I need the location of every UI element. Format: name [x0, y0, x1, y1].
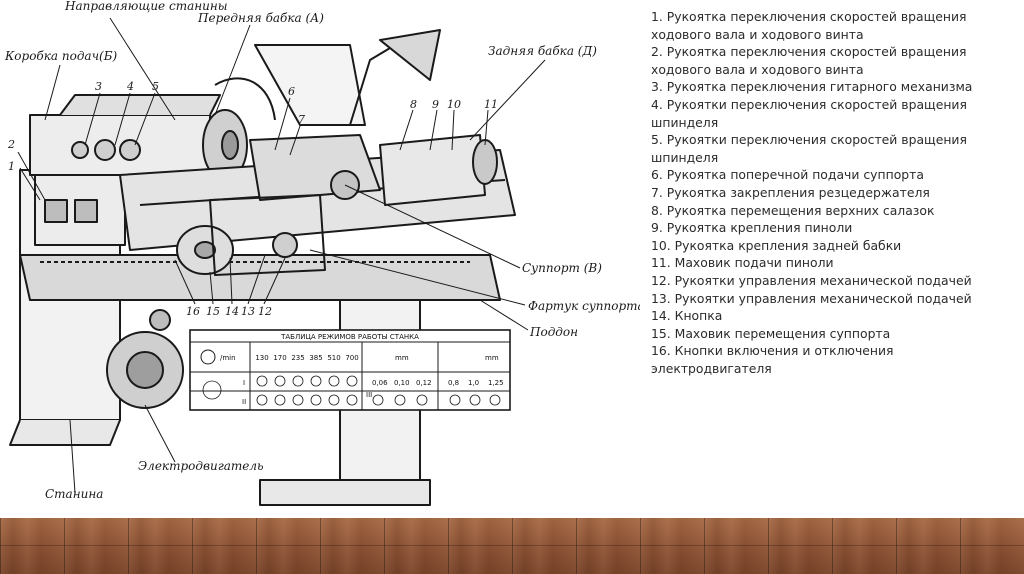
label-headstock: Передняя бабка (А) — [197, 11, 324, 25]
legend-item: 12. Рукоятки управления механической под… — [651, 272, 1011, 290]
legend-item: 8. Рукоятка перемещения верхних салазок — [651, 202, 1011, 220]
feed-unit-b: mm — [485, 354, 499, 362]
roman-1: I — [243, 379, 245, 387]
feed-a-1: 0,06 — [372, 379, 388, 387]
callout-7: 7 — [298, 113, 305, 126]
wood-floor-background — [0, 518, 1024, 574]
speed-4: 385 — [309, 354, 322, 362]
speed-5: 510 — [327, 354, 340, 362]
legend-item: 9. Рукоятка крепления пиноли — [651, 219, 1011, 237]
lathe-diagram: Направляющие станины Передняя бабка (А) … — [0, 0, 640, 518]
speed-3: 235 — [291, 354, 304, 362]
legend-item: 4. Рукоятки переключения скоростей враще… — [651, 96, 1011, 131]
callout-6: 6 — [288, 85, 295, 98]
chip-guard — [255, 45, 365, 125]
callout-2: 2 — [7, 138, 15, 151]
label-tray: Поддон — [529, 325, 578, 339]
callout-1: 1 — [8, 160, 15, 173]
callout-10: 10 — [447, 98, 461, 111]
legend-item: 6. Рукоятка поперечной подачи суппорта — [651, 166, 1011, 184]
callout-8: 8 — [410, 98, 417, 111]
callout-3: 3 — [95, 80, 102, 93]
legend-item: 5. Рукоятки переключения скоростей враще… — [651, 131, 1011, 166]
label-feed-box: Коробка подач(Б) — [4, 49, 118, 63]
callout-12: 12 — [258, 305, 272, 318]
legend-item: 11. Маховик подачи пиноли — [651, 254, 1011, 272]
feed-b-1: 0,8 — [448, 379, 459, 387]
speed-6: 700 — [345, 354, 358, 362]
speed-2: 170 — [273, 354, 286, 362]
tailstock — [380, 135, 485, 205]
label-carriage: Суппорт (В) — [522, 261, 602, 275]
feed-unit-a: mm — [395, 354, 409, 362]
feed-b-2: 1,0 — [468, 379, 479, 387]
legend-item: 16. Кнопки включения и отключения электр… — [651, 342, 1011, 377]
feed-a-3: 0,12 — [416, 379, 432, 387]
callout-11: 11 — [484, 98, 498, 111]
callout-16: 16 — [186, 305, 200, 318]
mode-table: ТАБЛИЦА РЕЖИМОВ РАБОТЫ СТАНКА /min 130 1… — [190, 330, 510, 410]
legend-item: 2. Рукоятка переключения скоростей враще… — [651, 43, 1011, 78]
roman-2: II — [242, 398, 246, 406]
rpm-unit: /min — [220, 354, 236, 362]
callout-9: 9 — [432, 98, 439, 111]
legend-item: 15. Маховик перемещения суппорта — [651, 325, 1011, 343]
headstock — [30, 115, 210, 175]
label-motor: Электродвигатель — [138, 459, 264, 473]
callout-5: 5 — [152, 80, 159, 93]
label-tailstock: Задняя бабка (Д) — [488, 44, 597, 58]
legend-item: 10. Рукоятка крепления задней бабки — [651, 237, 1011, 255]
legend-list: 1. Рукоятка переключения скоростей враще… — [651, 8, 1011, 377]
slide: Направляющие станины Передняя бабка (А) … — [0, 0, 1024, 518]
roman-3: III — [366, 391, 372, 399]
legend-item: 3. Рукоятка переключения гитарного механ… — [651, 78, 1011, 96]
legend-item: 1. Рукоятка переключения скоростей враще… — [651, 8, 1011, 43]
callout-15: 15 — [206, 305, 220, 318]
label-apron: Фартук суппорта (Г) — [528, 299, 640, 313]
callout-13: 13 — [241, 305, 255, 318]
feed-a-2: 0,10 — [394, 379, 410, 387]
legend-item: 13. Рукоятки управления механической под… — [651, 290, 1011, 308]
speed-1: 130 — [255, 354, 268, 362]
carriage — [250, 135, 380, 200]
feed-b-3: 1,25 — [488, 379, 504, 387]
callout-4: 4 — [126, 80, 134, 93]
mode-table-title: ТАБЛИЦА РЕЖИМОВ РАБОТЫ СТАНКА — [280, 333, 419, 341]
label-bed: Станина — [45, 487, 103, 501]
callout-14: 14 — [225, 305, 239, 318]
legend-item: 14. Кнопка — [651, 307, 1011, 325]
legend-item: 7. Рукоятка закрепления резцедержателя — [651, 184, 1011, 202]
